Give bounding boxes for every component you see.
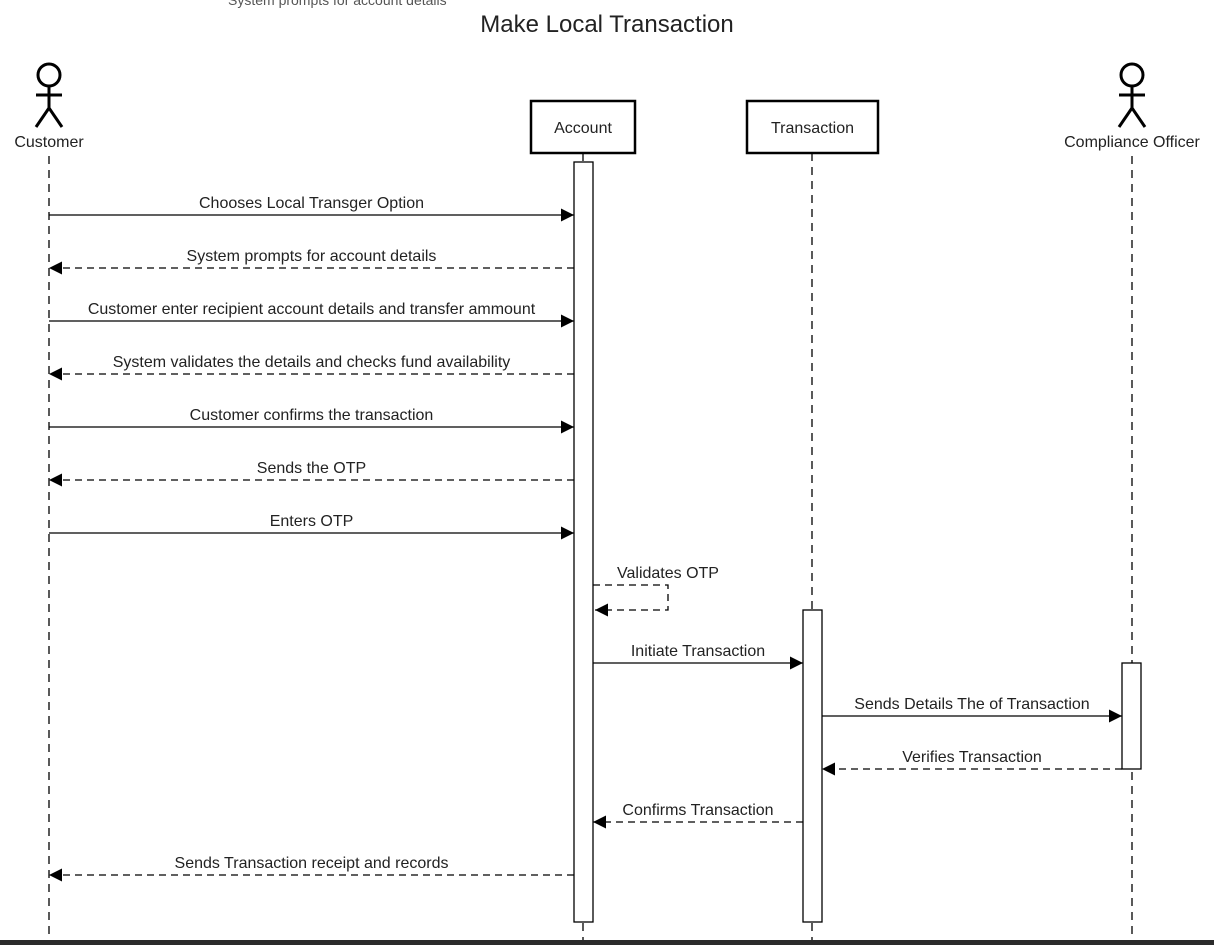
message-label: Validates OTP — [617, 565, 719, 582]
message-arrow — [593, 584, 669, 617]
diagram-background — [0, 8, 1214, 940]
message-label: Verifies Transaction — [902, 749, 1042, 766]
actor-leg-icon — [47, 107, 64, 128]
message-label: Initiate Transaction — [631, 643, 765, 660]
actor-leg-icon — [1117, 107, 1134, 128]
message-label: Customer confirms the transaction — [190, 407, 434, 424]
object-label: Transaction — [771, 120, 854, 137]
message-label: Sends the OTP — [257, 460, 366, 477]
diagram-title: Make Local Transaction — [480, 11, 733, 38]
message-label: Sends Transaction receipt and records — [175, 855, 449, 872]
message-label: System prompts for account details — [187, 248, 437, 265]
activation-bar — [1121, 662, 1142, 770]
object-box — [745, 99, 880, 155]
message-label: System validates the details and checks … — [113, 354, 511, 371]
object-label: Account — [554, 120, 612, 137]
activation-bar — [802, 609, 823, 923]
clipped-text: System prompts for account details — [228, 0, 447, 8]
actor-label: Customer — [14, 134, 84, 151]
message-label: Customer enter recipient account details… — [88, 301, 536, 318]
message-label: Enters OTP — [270, 513, 354, 530]
activation-bar — [573, 161, 594, 923]
actor-leg-icon — [34, 107, 51, 128]
top-clipped-strip: System prompts for account details — [0, 0, 1214, 8]
actor-leg-icon — [1130, 107, 1147, 128]
message-label: Chooses Local Transger Option — [199, 195, 424, 212]
actor-label: Compliance Officer — [1064, 134, 1200, 151]
message-label: Confirms Transaction — [622, 802, 773, 819]
message-label: Sends Details The of Transaction — [854, 696, 1089, 713]
